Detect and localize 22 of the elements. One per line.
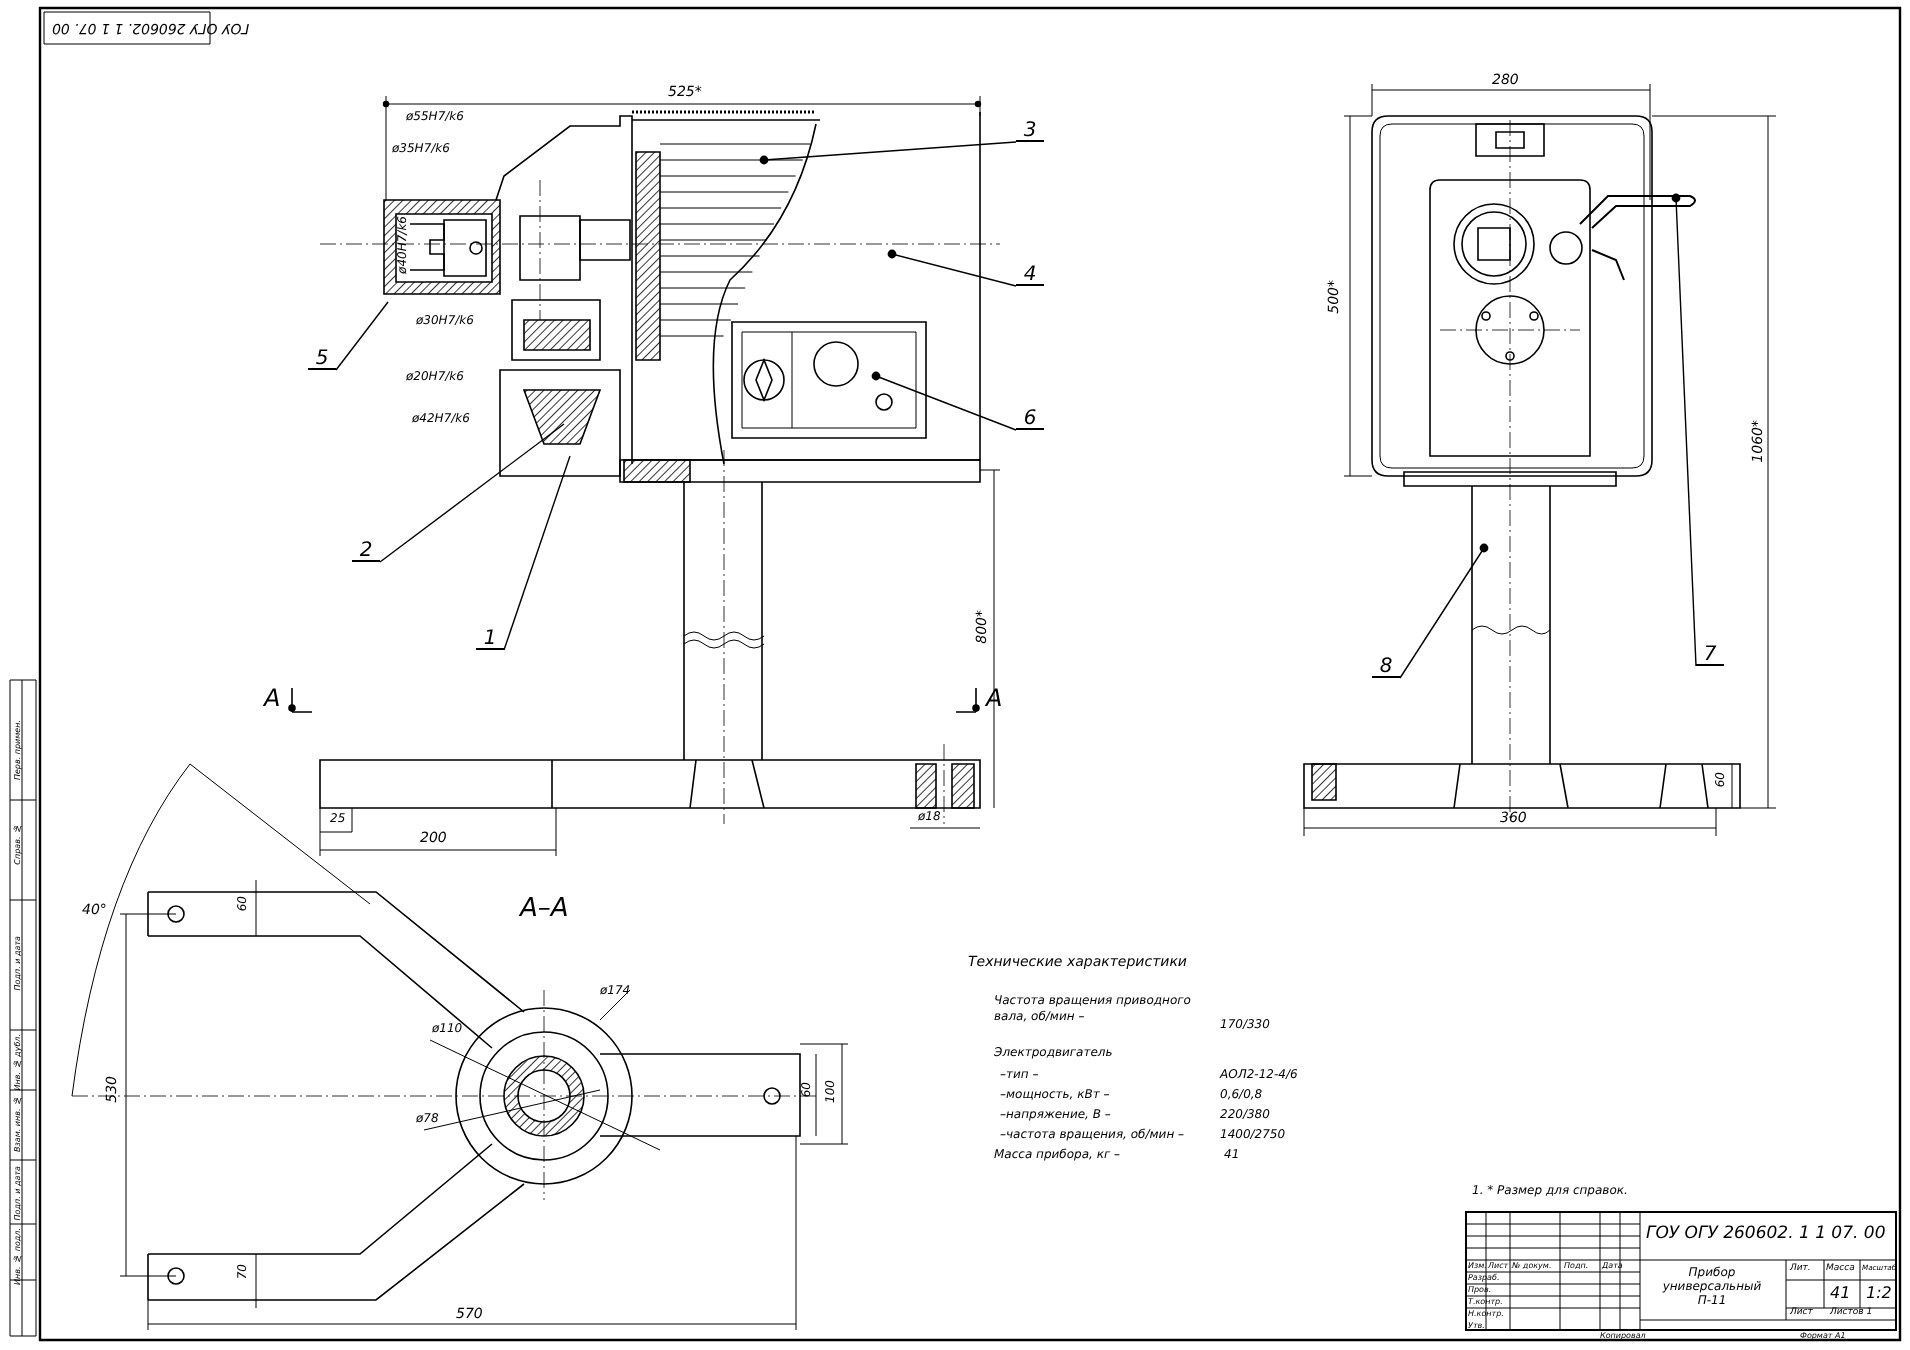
leader-line: [335, 301, 389, 371]
callout-number: 6: [1016, 408, 1044, 430]
leader-line: [887, 249, 1017, 287]
title-block-text: 41: [1830, 1286, 1851, 1302]
callout-number: 8: [1372, 656, 1400, 678]
leader-line: [1399, 543, 1489, 679]
leader-line: [871, 371, 1017, 431]
section-mark: A: [986, 686, 1003, 710]
callout-number: 7: [1696, 644, 1724, 666]
section-mark: A: [264, 686, 281, 710]
callout-number: 1: [476, 628, 504, 650]
leader-line: [1671, 193, 1697, 667]
leader-line: [759, 141, 1017, 165]
title-block-text: 1:2: [1866, 1286, 1892, 1302]
callout-number: 2: [352, 540, 380, 562]
leader-line: [503, 455, 571, 651]
leader-line: [379, 423, 565, 563]
section-title: A–A: [520, 896, 569, 922]
drawing-number: ГОУ ОГУ 260602. 1 1 07. 00: [1646, 1226, 1886, 1243]
callout-number: 4: [1016, 264, 1044, 286]
callout-number: 5: [308, 348, 336, 370]
callout-number: 3: [1016, 120, 1044, 142]
